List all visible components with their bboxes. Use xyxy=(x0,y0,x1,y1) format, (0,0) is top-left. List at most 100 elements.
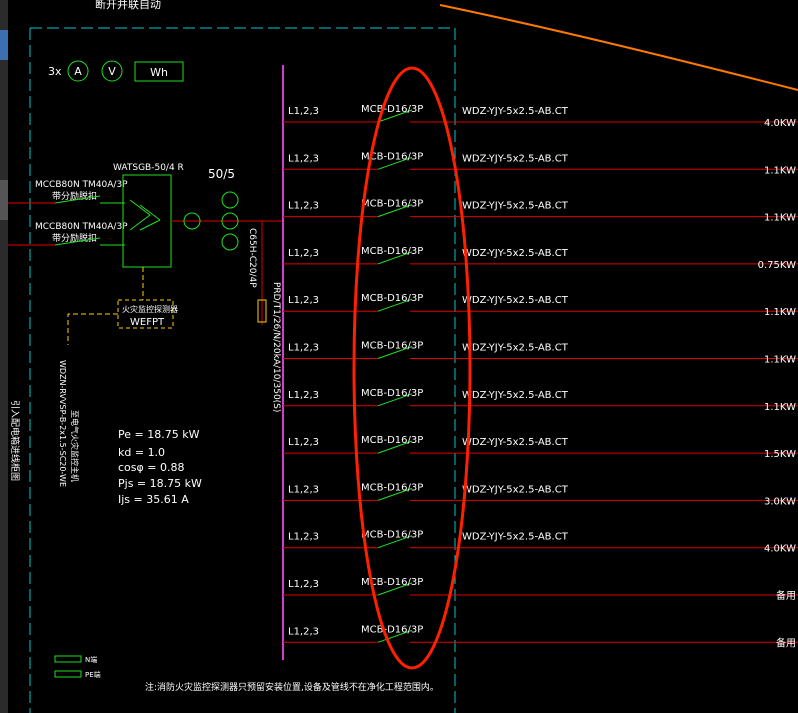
n-terminal-icon xyxy=(54,655,82,663)
circuit-1-cable: WDZ-YJY-5x2.5-AB.CT xyxy=(462,106,569,117)
ct-icon-1 xyxy=(221,191,239,209)
spd-label: PRD/T1/26/N/20kA/10/350(S) xyxy=(271,282,281,412)
n-terminal-label: N端 xyxy=(85,655,97,664)
incoming-breaker-2-model: MCCB80N TM40A/3P xyxy=(35,222,128,232)
calc-kd: kd = 1.0 xyxy=(118,446,165,459)
incoming-breaker-2-note: 带分励脱扣 xyxy=(52,232,97,244)
circuit-10-load: 4.0KW xyxy=(764,544,796,555)
energy-meter-label: Wh xyxy=(150,66,168,79)
circuit-3-phase: L1,2,3 xyxy=(288,201,319,212)
meter-multiplier: 3x xyxy=(48,65,62,78)
fire-cable-label: WDZN-RVVSP-B-2x1.5-SC20-WE xyxy=(58,360,67,487)
circuit-6-phase: L1,2,3 xyxy=(288,343,319,354)
terminal-bars: N端 PE端 xyxy=(54,655,101,679)
voltmeter-icon xyxy=(101,60,123,82)
circuit-9-breaker: MCB-D16/3P xyxy=(361,482,423,493)
left-ui-tab[interactable] xyxy=(0,30,8,60)
circuit-6-cable: WDZ-YJY-5x2.5-AB.CT xyxy=(462,343,569,354)
circuit-11-phase: L1,2,3 xyxy=(288,579,319,590)
circuit-11-breaker-switch xyxy=(377,582,413,596)
circuit-3-cable: WDZ-YJY-5x2.5-AB.CT xyxy=(462,201,569,212)
circuit-7-cable: WDZ-YJY-5x2.5-AB.CT xyxy=(462,390,569,401)
spd-icon xyxy=(257,299,267,323)
circuit-4-breaker-switch xyxy=(377,251,413,265)
circuit-9-breaker-switch xyxy=(377,487,413,501)
circuit-6-breaker-switch xyxy=(377,346,413,359)
load-calculation: Pe = 18.75 kW kd = 1.0 cosφ = 0.88 Pjs =… xyxy=(118,428,202,506)
incoming-section: MCCB80N TM40A/3P 带分励脱扣 MCCB80N TM40A/3P … xyxy=(8,163,283,487)
ammeter-icon xyxy=(67,60,89,82)
circuit-1-breaker-switch xyxy=(377,109,413,123)
calc-pjs: Pjs = 18.75 kW xyxy=(118,477,202,490)
circuit-1-breaker: MCB-D16/3P xyxy=(361,104,423,115)
incoming-breaker-1-model: MCCB80N TM40A/3P xyxy=(35,180,128,190)
left-ui-handle[interactable] xyxy=(0,180,8,220)
fire-monitor-label: 火灾监控探测器 xyxy=(122,304,178,314)
circuit-12-breaker: MCB-D16/3P xyxy=(361,624,423,635)
circuit-10-breaker-switch xyxy=(377,535,413,549)
footnote: 注:消防火灾监控探测器只预留安装位置,设备及管线不在净化工程范围内。 xyxy=(145,681,439,693)
meter-group: 3x A V Wh xyxy=(48,60,184,82)
circuit-4-load: 0.75KW xyxy=(758,260,796,271)
circuit-5-load: 1.1KW xyxy=(764,307,796,318)
voltmeter-label: V xyxy=(108,65,116,78)
current-transformer-icon xyxy=(183,212,201,230)
ats-box xyxy=(122,174,172,268)
circuit-3-load: 1.1KW xyxy=(764,213,796,224)
circuit-9-cable: WDZ-YJY-5x2.5-AB.CT xyxy=(462,484,569,495)
circuit-3-breaker: MCB-D16/3P xyxy=(361,199,423,210)
circuit-7-load: 1.1KW xyxy=(764,402,796,413)
circuit-1-phase: L1,2,3 xyxy=(288,106,319,117)
energy-meter-icon xyxy=(134,61,184,82)
circuit-7-breaker-switch xyxy=(377,393,413,407)
circuit-6-load: 1.1KW xyxy=(764,355,796,366)
surge-breaker-label: C65H-C20/4P xyxy=(247,228,257,288)
circuit-11-load: 备用 xyxy=(776,589,796,602)
circuit-10-cable: WDZ-YJY-5x2.5-AB.CT xyxy=(462,532,569,543)
circuit-5-breaker: MCB-D16/3P xyxy=(361,293,423,304)
circuit-9-phase: L1,2,3 xyxy=(288,484,319,495)
circuit-8-breaker-switch xyxy=(377,440,413,454)
calc-cos: cosφ = 0.88 xyxy=(118,461,184,474)
circuit-8-cable: WDZ-YJY-5x2.5-AB.CT xyxy=(462,437,569,448)
orange-boundary-line xyxy=(439,4,798,91)
circuit-10-phase: L1,2,3 xyxy=(288,532,319,543)
circuit-5-cable: WDZ-YJY-5x2.5-AB.CT xyxy=(462,295,569,306)
circuit-12-breaker-switch xyxy=(377,629,413,643)
panel-frame-dashed xyxy=(30,27,456,713)
circuit-1-load: 4.0KW xyxy=(764,118,796,129)
incoming-breaker-1-note: 带分励脱扣 xyxy=(52,190,97,202)
pe-terminal-icon xyxy=(54,670,82,678)
circuit-5-phase: L1,2,3 xyxy=(288,295,319,306)
circuit-3-breaker-switch xyxy=(377,204,413,218)
circuit-2-load: 1.1KW xyxy=(764,165,796,176)
pe-terminal-label: PE端 xyxy=(85,670,101,679)
circuit-2-breaker: MCB-D16/3P xyxy=(361,151,423,162)
circuit-8-load: 1.5KW xyxy=(764,449,796,460)
ct-ratio-label: 50/5 xyxy=(208,167,235,181)
circuit-2-phase: L1,2,3 xyxy=(288,153,319,164)
left-ui-strip xyxy=(0,0,8,713)
circuit-4-phase: L1,2,3 xyxy=(288,248,319,259)
circuit-7-breaker: MCB-D16/3P xyxy=(361,388,423,399)
circuit-4-cable: WDZ-YJY-5x2.5-AB.CT xyxy=(462,248,569,259)
circuit-8-phase: L1,2,3 xyxy=(288,437,319,448)
incoming-breaker-2-switch xyxy=(54,237,101,246)
fire-cable-note: 至电气火灾监控主机 xyxy=(70,410,80,482)
circuit-6-breaker: MCB-D16/3P xyxy=(361,341,423,352)
ct-icon-3 xyxy=(221,233,239,251)
vertical-side-label: 引入配电箱进线柜图 xyxy=(9,400,21,481)
circuit-12-phase: L1,2,3 xyxy=(288,626,319,637)
calc-pe: Pe = 18.75 kW xyxy=(118,428,200,441)
fire-monitor-wiring xyxy=(67,267,144,345)
ammeter-label: A xyxy=(74,65,82,78)
circuit-9-load: 3.0KW xyxy=(764,496,796,507)
circuit-7-phase: L1,2,3 xyxy=(288,390,319,401)
circuit-8-breaker: MCB-D16/3P xyxy=(361,435,423,446)
calc-ijs: Ijs = 35.61 A xyxy=(118,493,189,506)
ats-label: WATSGB-50/4 R xyxy=(113,163,184,173)
incoming-breaker-1-switch xyxy=(54,195,101,204)
circuit-4-breaker: MCB-D16/3P xyxy=(361,246,423,257)
